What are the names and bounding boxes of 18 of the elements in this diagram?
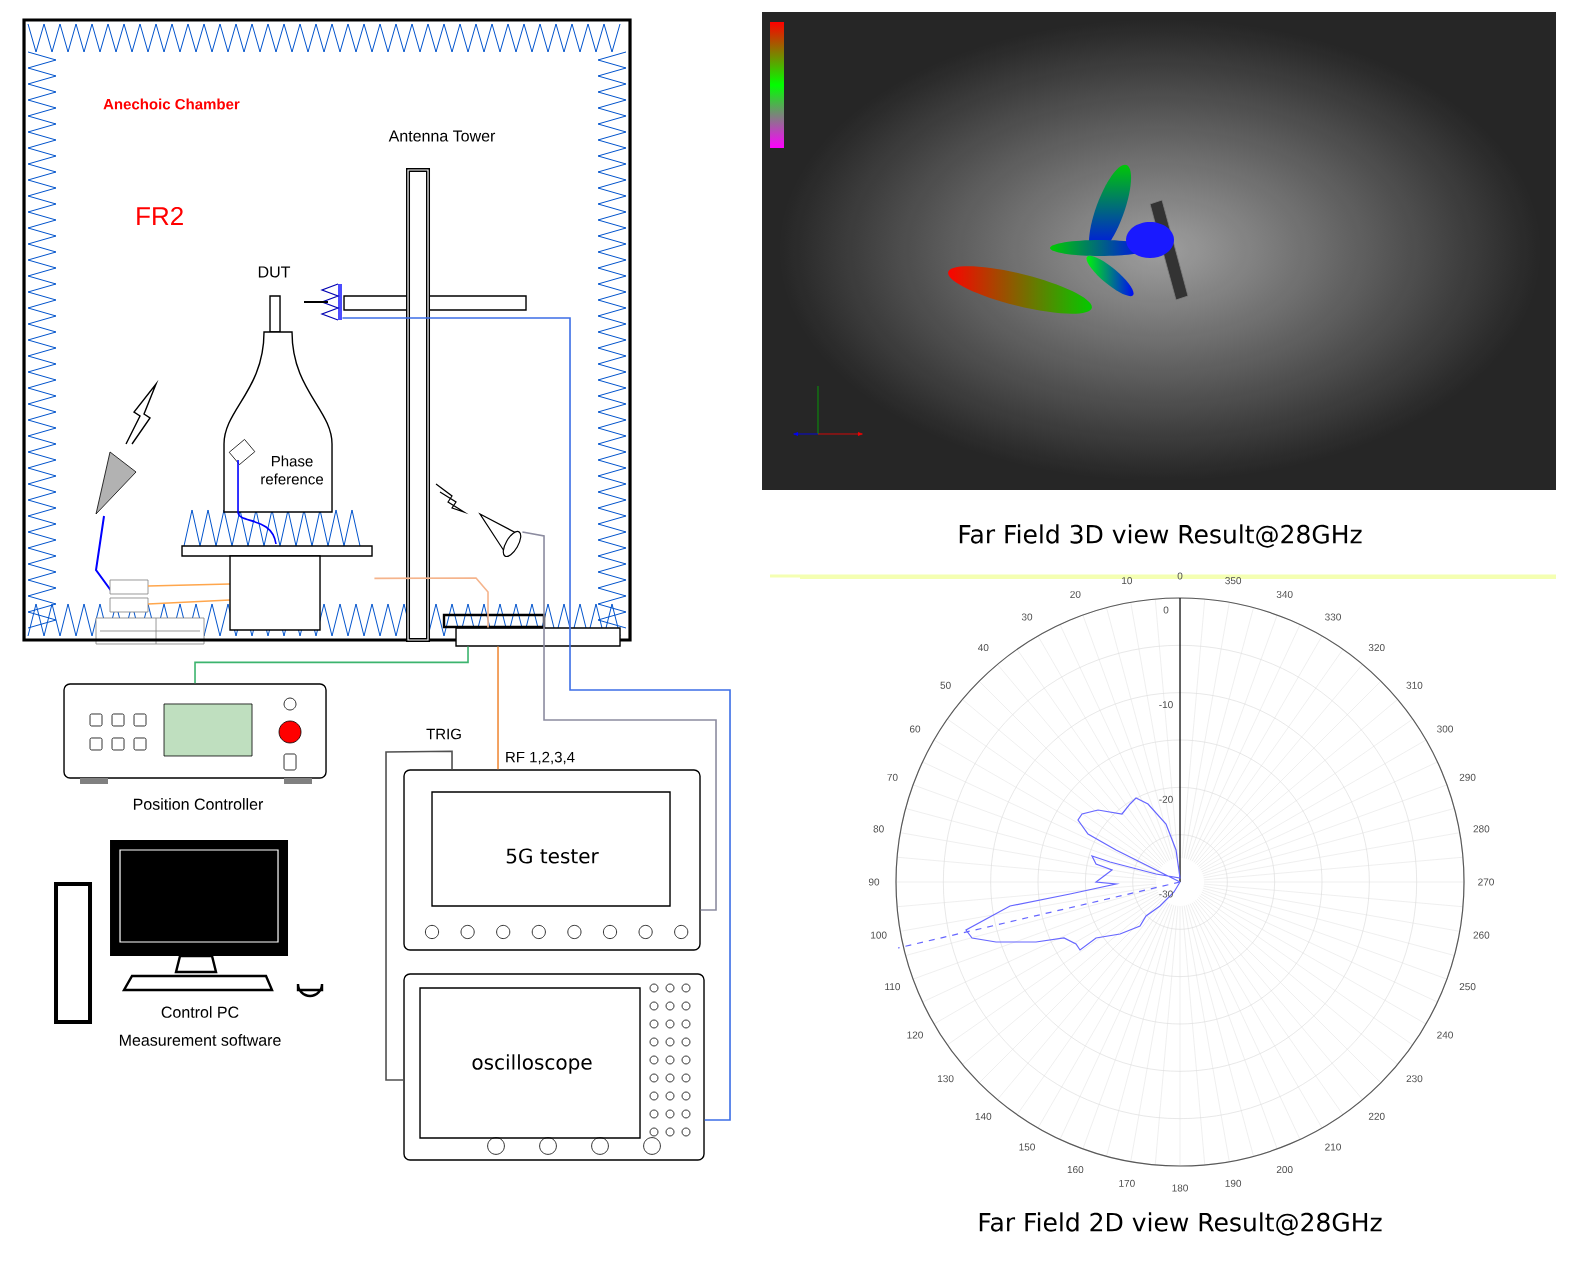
caption: Far Field 2D view Result@28GHz bbox=[979, 1212, 1382, 1236]
antenna-array bbox=[303, 283, 342, 321]
caption: Far Field 3D view Result@28GHz bbox=[959, 524, 1362, 548]
cable bbox=[521, 531, 717, 911]
screen-label: oscilloscope bbox=[472, 1054, 592, 1074]
device-label: Position Controller bbox=[133, 798, 264, 810]
cable bbox=[194, 645, 469, 685]
software-label: Measurement software bbox=[119, 1034, 281, 1046]
cable bbox=[497, 645, 499, 771]
cable bbox=[385, 750, 453, 1081]
dut-label: DUT bbox=[258, 266, 291, 278]
tower-label: Antenna Tower bbox=[388, 130, 496, 142]
cable bbox=[341, 317, 731, 1121]
cable bbox=[373, 577, 489, 629]
screen-label: 5G tester bbox=[506, 848, 599, 864]
interface-panel bbox=[442, 613, 621, 647]
band-label: FR2 bbox=[137, 206, 183, 226]
device-label: Control PC bbox=[161, 1006, 239, 1018]
